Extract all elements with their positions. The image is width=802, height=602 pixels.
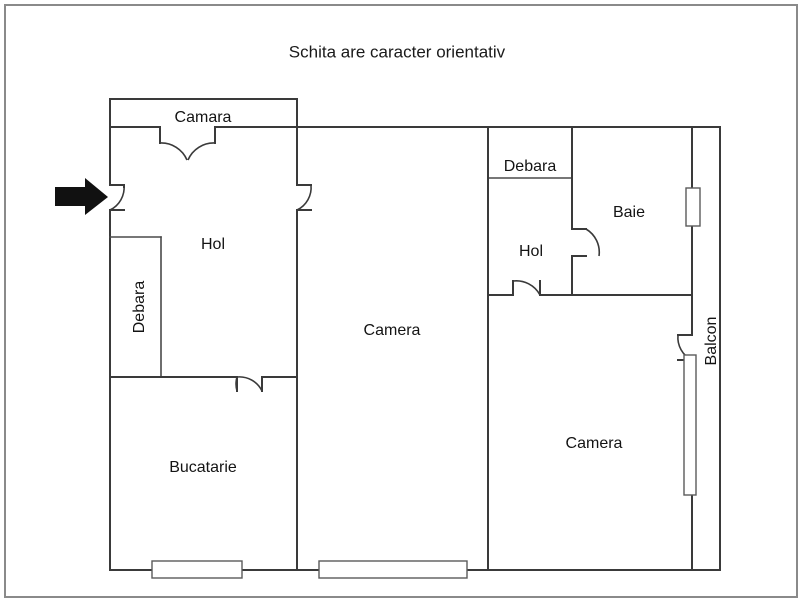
room-label-baie: Baie bbox=[613, 204, 645, 221]
room-label-debara-left: Debara bbox=[131, 281, 148, 334]
room-label-camera-right: Camera bbox=[566, 435, 623, 452]
door-camara-left-leaf bbox=[159, 142, 188, 161]
page-frame bbox=[4, 4, 798, 598]
window-bucatarie bbox=[151, 560, 243, 579]
window-group bbox=[151, 187, 701, 579]
room-label-camera-center: Camera bbox=[364, 322, 421, 339]
page-title: Schita are caracter orientativ bbox=[289, 42, 506, 61]
room-label-bucatarie: Bucatarie bbox=[169, 459, 237, 476]
door-baie bbox=[585, 228, 601, 257]
door-bucatarie bbox=[236, 376, 263, 392]
room-label-hol-right: Hol bbox=[519, 243, 543, 260]
room-label-group: Camara Hol Debara Bucatarie Camera Debar… bbox=[131, 109, 720, 476]
window-baie bbox=[685, 187, 701, 227]
door-bucatarie-arc bbox=[235, 376, 238, 392]
entrance-arrow bbox=[55, 178, 108, 215]
door-hol-right-entry bbox=[512, 280, 541, 296]
door-group bbox=[109, 142, 693, 392]
door-entrance bbox=[109, 184, 125, 211]
entrance-arrow-icon bbox=[55, 178, 108, 215]
room-label-hol-left: Hol bbox=[201, 236, 225, 253]
wall-group-interior bbox=[109, 126, 693, 571]
window-camera-center bbox=[318, 560, 468, 579]
room-label-debara-right: Debara bbox=[504, 158, 557, 175]
door-hol-camera bbox=[296, 184, 312, 211]
door-camara-right-leaf bbox=[187, 142, 216, 161]
room-label-balcon: Balcon bbox=[703, 317, 720, 366]
window-balcon bbox=[683, 354, 697, 496]
room-label-camara: Camara bbox=[175, 109, 232, 126]
wall-group-outer bbox=[109, 98, 721, 571]
